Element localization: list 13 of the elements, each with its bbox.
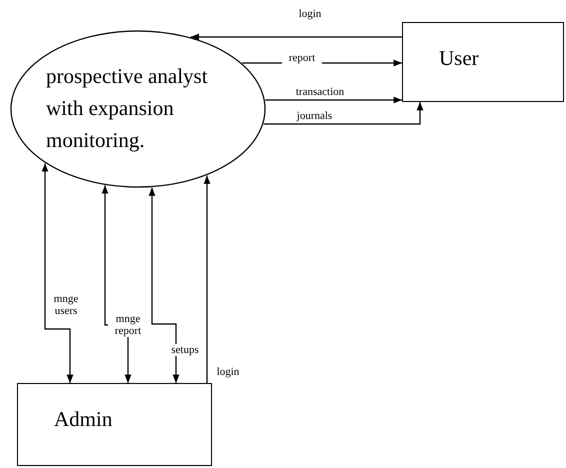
entity-box (17, 383, 212, 466)
arrow (148, 188, 180, 383)
entity-box (402, 22, 564, 102)
arrow (265, 96, 402, 104)
node-label: prospective analyst with expansion monitoring. (46, 63, 209, 154)
node-label: User (439, 45, 479, 72)
edge-label: report (282, 52, 322, 64)
arrow (264, 102, 424, 125)
arrow (190, 34, 402, 40)
arrow (42, 163, 74, 383)
process-ellipse (10, 30, 266, 188)
arrow (204, 176, 210, 383)
node-label: Admin (54, 406, 112, 433)
